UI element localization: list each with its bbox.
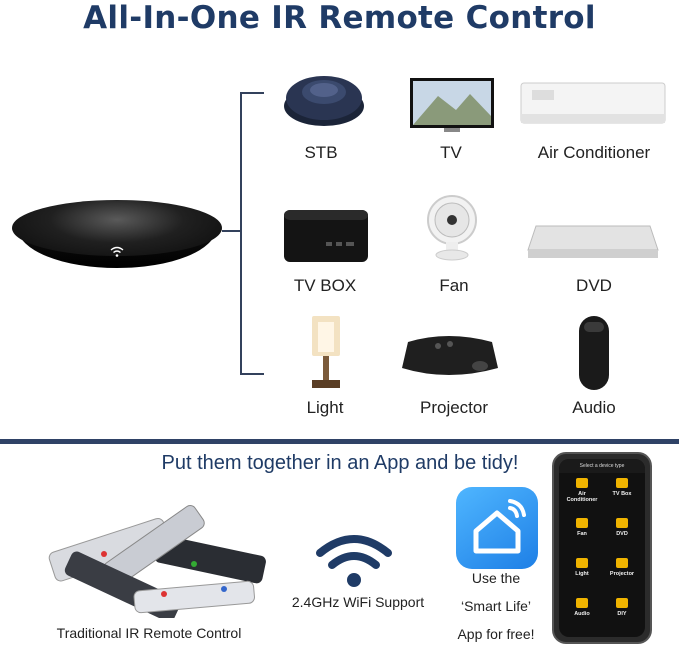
phone-item[interactable]: Light bbox=[562, 555, 602, 595]
device-type-icon bbox=[576, 598, 588, 608]
phone-item[interactable]: TV Box bbox=[602, 475, 642, 515]
device-type-icon bbox=[616, 518, 628, 528]
device-label-air-conditioner: Air Conditioner bbox=[537, 143, 651, 162]
section-divider bbox=[0, 439, 679, 444]
bracket-tick bbox=[240, 373, 264, 375]
device-label-projector: Projector bbox=[419, 398, 489, 417]
device-label-light: Light bbox=[306, 398, 344, 417]
device-type-icon bbox=[576, 478, 588, 488]
device-type-icon bbox=[616, 478, 628, 488]
device-label-stb: STB bbox=[304, 143, 338, 162]
device-type-icon bbox=[576, 518, 588, 528]
phone-item[interactable]: Audio bbox=[562, 595, 602, 635]
wifi-support-icon bbox=[316, 535, 392, 587]
air-conditioner-image bbox=[520, 82, 666, 124]
device-type-icon bbox=[616, 598, 628, 608]
device-label-dvd: DVD bbox=[576, 276, 612, 295]
phone-item[interactable]: Fan bbox=[562, 515, 602, 555]
app-caption-2: ‘Smart Life’ bbox=[460, 598, 532, 614]
device-label-audio: Audio bbox=[572, 398, 616, 417]
phone-item[interactable]: Projector bbox=[602, 555, 642, 595]
device-type-icon bbox=[576, 558, 588, 568]
phone-screen-header: Select a device type bbox=[559, 459, 645, 473]
bracket-tick bbox=[240, 92, 264, 94]
bracket-connector bbox=[222, 230, 240, 232]
remotes-caption: Traditional IR Remote Control bbox=[56, 625, 242, 641]
app-caption-1: Use the bbox=[471, 570, 521, 586]
wifi-icon bbox=[110, 246, 124, 257]
projector-image bbox=[402, 336, 498, 375]
phone-item[interactable]: DIY bbox=[602, 595, 642, 635]
stb-image bbox=[284, 76, 364, 126]
bracket-line bbox=[240, 92, 242, 375]
remotes-pile-image bbox=[48, 505, 266, 618]
phone-item[interactable]: Air Conditioner bbox=[562, 475, 602, 515]
dvd-image bbox=[527, 225, 659, 258]
fan-image bbox=[427, 195, 477, 261]
light-image bbox=[312, 316, 340, 388]
device-label-tv-box: TV BOX bbox=[293, 276, 357, 295]
app-caption-3: App for free! bbox=[457, 626, 535, 642]
ir-hub-image bbox=[12, 200, 222, 270]
phone-screen: Select a device type Air Conditioner TV … bbox=[559, 459, 645, 637]
promo-subtitle: Put them together in an App and be tidy! bbox=[161, 452, 519, 474]
device-label-fan: Fan bbox=[439, 276, 469, 295]
wifi-caption: 2.4GHz WiFi Support bbox=[291, 594, 425, 610]
page-title: All-In-One IR Remote Control bbox=[83, 0, 596, 36]
device-type-icon bbox=[616, 558, 628, 568]
device-label-tv: TV bbox=[440, 143, 462, 162]
audio-speaker-image bbox=[579, 316, 609, 390]
smart-life-app-icon bbox=[456, 487, 538, 569]
tv-image bbox=[410, 78, 494, 132]
tv-box-image bbox=[284, 210, 368, 262]
phone-mockup: Select a device type Air Conditioner TV … bbox=[552, 452, 652, 644]
phone-item[interactable]: DVD bbox=[602, 515, 642, 555]
